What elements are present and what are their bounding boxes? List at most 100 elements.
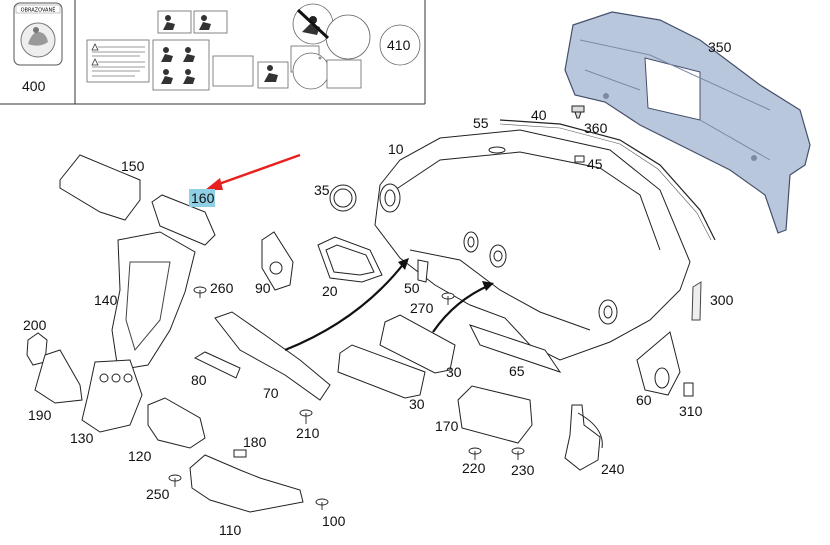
part-130-knob-1 xyxy=(99,373,109,383)
part-90-cover[interactable] xyxy=(261,231,294,291)
callout-360: 360 xyxy=(584,120,608,136)
sticker-400-header: OBRAZOVANÉ xyxy=(21,6,56,14)
part-120-frame[interactable] xyxy=(147,397,206,449)
callout-190: 190 xyxy=(28,407,52,423)
part-140-inner xyxy=(125,261,171,352)
callout-10: 10 xyxy=(388,141,404,157)
callout-150: 150 xyxy=(121,158,145,174)
part-180-switch[interactable] xyxy=(233,449,247,458)
callout-410: 410 xyxy=(387,37,411,53)
part-310-clip[interactable] xyxy=(683,382,694,397)
part-350-panel[interactable] xyxy=(564,11,811,234)
assembly-arrow-70-head xyxy=(398,258,409,270)
part-55-cap[interactable] xyxy=(488,146,506,154)
callout-160: 160 xyxy=(191,190,215,206)
part-240-connector[interactable] xyxy=(564,404,601,471)
assembly-arrow-70 xyxy=(284,261,406,352)
screw-220 xyxy=(468,447,482,460)
part-20-cluster-hood[interactable] xyxy=(317,236,383,283)
warning-triangle-icon xyxy=(91,43,99,51)
screw-270 xyxy=(441,292,455,305)
pointer-arrow-shaft xyxy=(215,153,301,187)
part-30-lower-box[interactable] xyxy=(337,344,426,399)
pointer-arrow-head xyxy=(205,178,223,190)
part-60-vent xyxy=(654,367,670,389)
part-50-bracket[interactable] xyxy=(417,259,429,283)
callout-160-highlight xyxy=(189,189,215,207)
part-130-panel[interactable] xyxy=(81,359,143,433)
part-140-center-frame[interactable] xyxy=(111,231,196,371)
part-160-cover[interactable] xyxy=(151,194,216,246)
part-300-panel[interactable] xyxy=(691,281,702,321)
callout-140: 140 xyxy=(94,292,118,308)
part-80-strip[interactable] xyxy=(193,351,241,379)
callout-260: 260 xyxy=(210,280,234,296)
callout-230: 230 xyxy=(511,462,535,478)
callout-100: 100 xyxy=(322,513,346,529)
callout-55: 55 xyxy=(473,115,489,131)
part-190-boot[interactable] xyxy=(34,349,83,404)
callout-200: 200 xyxy=(23,317,47,333)
callout-80: 80 xyxy=(191,372,207,388)
part-65-trim[interactable] xyxy=(469,324,562,373)
callout-240: 240 xyxy=(601,461,625,477)
assembly-arrow-65-head xyxy=(482,281,494,291)
reference-panel xyxy=(0,0,426,105)
label-sticker-400[interactable]: OBRAZOVANÉ xyxy=(13,2,63,66)
callout-40: 40 xyxy=(531,107,547,123)
part-150-cover[interactable] xyxy=(59,154,141,221)
callout-70: 70 xyxy=(263,385,279,401)
callout-180: 180 xyxy=(243,434,267,450)
part-60-side-panel[interactable] xyxy=(636,331,681,396)
airbag-label-glyphs xyxy=(161,8,330,84)
callout-45: 45 xyxy=(587,156,603,172)
part-240-wire xyxy=(577,412,603,449)
screw-100 xyxy=(315,498,329,510)
part-110-lower-console[interactable] xyxy=(189,454,304,513)
screw-260 xyxy=(193,286,207,298)
callout-labels: 400 410 350 40 360 55 10 45 150 160 35 1… xyxy=(22,37,734,538)
callout-30a: 30 xyxy=(446,364,462,380)
callout-20: 20 xyxy=(322,283,338,299)
callout-90: 90 xyxy=(255,280,271,296)
callout-60: 60 xyxy=(636,392,652,408)
screw-250 xyxy=(168,474,182,487)
callout-400: 400 xyxy=(22,78,46,94)
part-45-clip[interactable] xyxy=(574,155,585,163)
screws[interactable] xyxy=(168,286,525,510)
part-360-clip[interactable] xyxy=(571,105,585,119)
callout-50: 50 xyxy=(404,280,420,296)
callout-130: 130 xyxy=(70,430,94,446)
callout-35: 35 xyxy=(314,182,330,198)
dashboard-vents xyxy=(379,183,618,325)
part-130-knob-3 xyxy=(123,373,133,383)
part-90-cover-hole xyxy=(269,261,283,275)
part-40-trim-strip-inner xyxy=(499,123,712,241)
screw-230 xyxy=(511,447,525,460)
callout-110: 110 xyxy=(219,522,242,538)
assembly-arrow-65 xyxy=(432,283,491,333)
callout-300: 300 xyxy=(710,292,734,308)
part-40-trim-strip[interactable] xyxy=(499,119,716,241)
callout-210: 210 xyxy=(296,425,320,441)
callout-65: 65 xyxy=(509,363,525,379)
part-10-dashboard[interactable] xyxy=(374,129,691,361)
part-170-airbag[interactable] xyxy=(457,385,533,444)
callout-120: 120 xyxy=(128,448,152,464)
warning-triangle-icon xyxy=(91,58,99,66)
screw-210 xyxy=(299,409,313,424)
part-35-ring-inner xyxy=(333,188,353,208)
callout-310: 310 xyxy=(679,403,703,419)
callout-250: 250 xyxy=(146,486,170,502)
part-70-lower-panel[interactable] xyxy=(214,311,331,401)
callout-220: 220 xyxy=(462,460,486,476)
callout-170: 170 xyxy=(435,418,459,434)
part-30-upper-box[interactable] xyxy=(379,314,456,374)
callout-270: 270 xyxy=(410,300,434,316)
callout-30b: 30 xyxy=(409,396,425,412)
warning-text-lines xyxy=(92,46,145,77)
part-130-knob-2 xyxy=(111,373,121,383)
part-20-cluster-hood-inner xyxy=(325,244,375,276)
callout-350: 350 xyxy=(708,39,732,55)
